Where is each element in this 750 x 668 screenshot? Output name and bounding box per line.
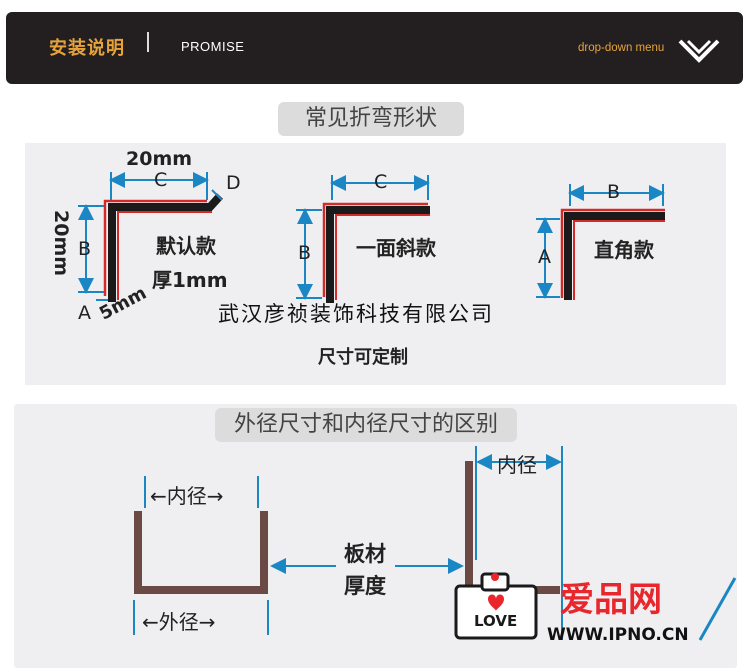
dims-slanted	[296, 175, 430, 300]
shape1-c-label: C	[154, 169, 168, 191]
dim-top-label: 20mm	[126, 148, 193, 170]
watermark-logo	[454, 572, 737, 641]
profile-slanted	[322, 202, 430, 303]
custom-size-note: 尺寸可定制	[318, 347, 408, 368]
inner-diameter-label-left: ←内径→	[150, 484, 224, 508]
dims-u-channel	[133, 476, 464, 635]
shape1-b-label: B	[78, 238, 92, 260]
section-heading-bend-shapes: 常见折弯形状	[278, 102, 464, 136]
shape1-a-label: A	[78, 302, 91, 324]
shape3-a-label: A	[538, 246, 551, 268]
watermark-love-text: LOVE	[474, 612, 518, 630]
header-title: 安装说明	[49, 38, 125, 59]
header-bar: 安装说明 PROMISE drop-down menu	[6, 12, 743, 84]
header-divider	[147, 32, 149, 52]
profile-default	[103, 193, 223, 302]
chevron-down-icon[interactable]	[678, 38, 720, 66]
watermark-url: WWW.IPNO.CN	[547, 625, 689, 645]
dropdown-menu-label[interactable]: drop-down menu	[578, 42, 665, 54]
board-thickness-label-1: 板材	[344, 542, 386, 566]
dims-default	[78, 172, 223, 301]
shape2-name: 一面斜款	[356, 236, 436, 260]
company-overlay-text: 武汉彦祯装饰科技有限公司	[218, 302, 494, 326]
watermark-brand: 爱品网	[560, 580, 662, 620]
header-promise: PROMISE	[181, 39, 245, 54]
outer-diameter-label: ←外径→	[142, 610, 216, 634]
inner-diameter-label-right: 内径	[497, 453, 537, 477]
shape2-b-label: B	[298, 242, 312, 264]
board-thickness-label-2: 厚度	[344, 574, 386, 598]
dim-left-label: 20mm	[50, 210, 72, 277]
profile-right-angle	[560, 208, 665, 300]
shape3-b-label: B	[607, 181, 621, 203]
shape1-d-label: D	[226, 172, 241, 194]
shape2-c-label: C	[374, 171, 388, 193]
dims-right-angle	[536, 184, 665, 299]
section-heading-diameter: 外径尺寸和内径尺寸的区别	[215, 408, 517, 442]
dims-l-profile	[475, 446, 563, 640]
heart-icon	[488, 594, 504, 611]
shape3-name: 直角款	[594, 238, 654, 262]
shape1-name: 默认款	[156, 234, 216, 258]
shape1-thickness: 厚1mm	[152, 268, 228, 292]
